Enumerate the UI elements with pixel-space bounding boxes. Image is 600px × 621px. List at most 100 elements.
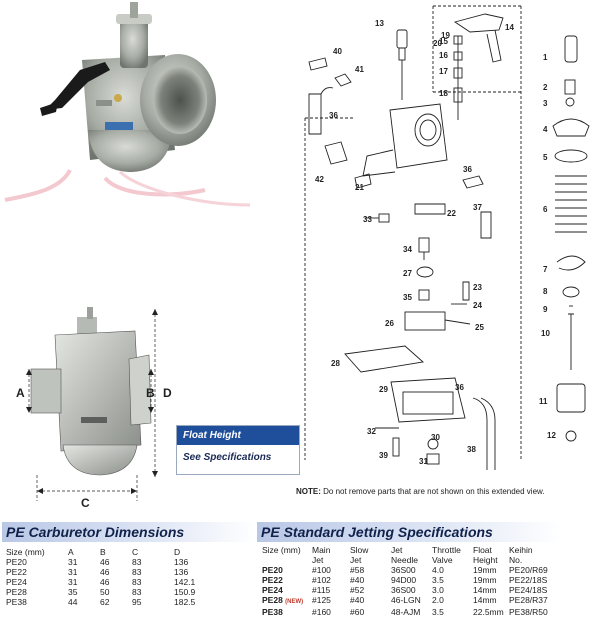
- part-num-17: 17: [439, 67, 448, 76]
- jet-header-float-l2: Height: [473, 555, 498, 565]
- part-num-41: 41: [355, 65, 364, 74]
- jet-cell: 3.0: [432, 585, 444, 595]
- dimensions-title: PE Carburetor Dimensions: [2, 522, 256, 542]
- part-num-6: 6: [543, 205, 548, 214]
- dim-cell: PE20: [6, 557, 27, 567]
- jet-size-cell: PE28 (NEW): [262, 595, 312, 607]
- part-num-14: 14: [505, 23, 514, 32]
- jet-cell: 2.0: [432, 595, 444, 605]
- part-num-28: 28: [331, 359, 340, 368]
- dim-cell: 136: [174, 567, 189, 577]
- table-row: PE28 (NEW) #125 #40 46-LGN 2.0 14mm PE28…: [262, 595, 555, 607]
- exploded-parts-diagram: 13 14 15 16 17 18 19 20 40 41 36 42 21 3…: [304, 5, 590, 470]
- jet-cell: #100: [312, 565, 331, 575]
- dim-cell: 46: [100, 577, 110, 587]
- part-num-36-left: 36: [329, 111, 338, 120]
- dim-letter-b: B: [146, 386, 155, 400]
- jet-cell: #60: [350, 607, 365, 617]
- part-num-42: 42: [315, 175, 324, 184]
- jet-header-throttle-l2: Valve: [432, 555, 453, 565]
- jet-cell: 14mm: [473, 595, 497, 605]
- part-num-19: 19: [441, 31, 450, 40]
- part-num-36-bowl: 36: [455, 383, 464, 392]
- part-num-8: 8: [543, 287, 548, 296]
- dim-cell: 31: [68, 557, 78, 567]
- jet-size: PE24: [262, 585, 283, 595]
- part-num-29: 29: [379, 385, 388, 394]
- jet-cell: 14mm: [473, 585, 497, 595]
- dim-cell: PE24: [6, 577, 27, 587]
- dim-cell: 136: [174, 557, 189, 567]
- jet-header-size-text: Size (mm): [262, 545, 301, 555]
- part-num-32: 32: [367, 427, 376, 436]
- table-row: PE38 #160 #60 48-AJM 3.5 22.5mm PE38/R50: [262, 607, 555, 617]
- dim-header-d: D: [174, 547, 181, 557]
- jet-cell: 3.5: [432, 607, 444, 617]
- dim-cell: 83: [132, 587, 142, 597]
- dim-cell: 35: [68, 587, 78, 597]
- part-num-13: 13: [375, 19, 384, 28]
- dim-header-b: B: [100, 547, 106, 557]
- part-num-25: 25: [475, 323, 484, 332]
- dim-cell: 44: [68, 597, 78, 607]
- jet-size: PE22: [262, 575, 283, 585]
- float-height-title: Float Height: [177, 426, 299, 445]
- table-row: PE38 44 62 95 182.5: [6, 597, 214, 607]
- jet-cell: #40: [350, 575, 365, 585]
- dim-cell: PE22: [6, 567, 27, 577]
- jet-header-keihin-l2: No.: [509, 555, 523, 565]
- dim-cell: 182.5: [174, 597, 196, 607]
- dim-letter-c: C: [81, 496, 90, 510]
- jet-cell: 46-LGN: [391, 595, 421, 605]
- jet-size-cell: PE20: [262, 565, 312, 575]
- part-num-34: 34: [403, 245, 412, 254]
- diagram-note: NOTE: Do not remove parts that are not s…: [296, 487, 596, 496]
- jet-size: PE20: [262, 565, 283, 575]
- jet-cell: 36S00: [391, 565, 416, 575]
- part-num-35: 35: [403, 293, 412, 302]
- jet-size-cell: PE24: [262, 585, 312, 595]
- jet-header-slow-l1: Slow: [350, 545, 369, 555]
- jet-cell: 36S00: [391, 585, 416, 595]
- jet-cell: 4.0: [432, 565, 444, 575]
- dimensions-header-row: Size (mm) A B C D: [6, 547, 214, 557]
- dim-cell: 83: [132, 577, 142, 587]
- jet-size: PE28: [262, 595, 283, 605]
- table-row: PE20 31 46 83 136: [6, 557, 214, 567]
- dim-cell: 95: [132, 597, 142, 607]
- jet-header-keihin-l1: Keihin: [509, 545, 533, 555]
- dim-cell: PE38: [6, 597, 27, 607]
- jet-cell: 19mm: [473, 575, 497, 585]
- jet-cell: PE20/R69: [509, 565, 548, 575]
- jet-size-cell: PE38: [262, 607, 312, 617]
- jet-cell: #102: [312, 575, 331, 585]
- dim-cell: 50: [100, 587, 110, 597]
- jet-cell: 22.5mm: [473, 607, 504, 617]
- jet-size-cell: PE22: [262, 575, 312, 585]
- part-num-26: 26: [385, 319, 394, 328]
- part-num-40: 40: [333, 47, 342, 56]
- part-num-31: 31: [419, 457, 428, 466]
- part-num-24: 24: [473, 301, 482, 310]
- jet-header-size: Size (mm): [262, 545, 312, 565]
- dim-header-size: Size (mm): [6, 547, 45, 557]
- dim-cell: 46: [100, 557, 110, 567]
- part-num-9: 9: [543, 305, 548, 314]
- jet-cell: 3.5: [432, 575, 444, 585]
- jet-header-float-l1: Float: [473, 545, 492, 555]
- part-num-15: 15: [439, 37, 448, 46]
- table-row: PE20 #100 #58 36S00 4.0 19mm PE20/R69: [262, 565, 555, 575]
- dim-cell: 142.1: [174, 577, 196, 587]
- jet-cell: #115: [312, 585, 331, 595]
- part-num-21: 21: [355, 183, 364, 192]
- part-num-4: 4: [543, 125, 548, 134]
- dim-cell: 46: [100, 567, 110, 577]
- part-num-10: 10: [541, 329, 550, 338]
- dim-cell: 31: [68, 577, 78, 587]
- table-row: PE28 35 50 83 150.9: [6, 587, 214, 597]
- part-num-12: 12: [547, 431, 556, 440]
- dimensions-table: Size (mm) A B C D PE20 31 46 83 136 PE22…: [6, 547, 214, 607]
- part-num-23: 23: [473, 283, 482, 292]
- jet-cell: PE28/R37: [509, 595, 548, 605]
